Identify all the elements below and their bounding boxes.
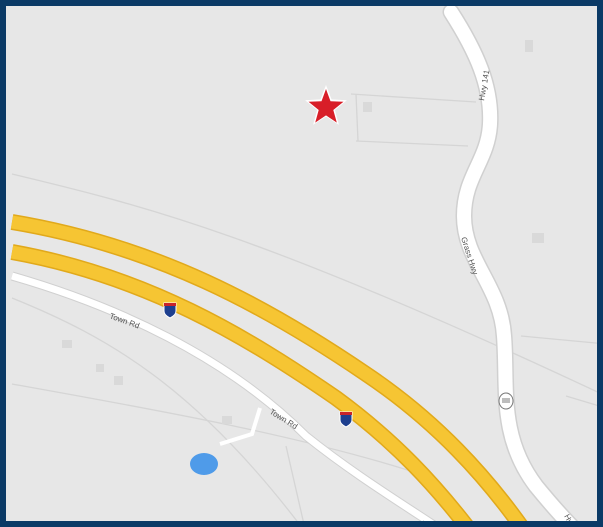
parcel-line [350,93,477,103]
town-rd-bottom-label: To [419,519,432,527]
parcel-line [520,335,597,344]
interstate-shield-icon [339,411,353,428]
parcel-line [285,445,304,521]
driveway [219,407,262,446]
building [62,340,72,348]
building [96,364,104,372]
building [222,416,232,424]
minor-road-line [11,173,597,393]
map-layer: Hwy 141 Grass Hwy Town Rd Town Rd Hwy To [10,6,597,527]
interstate-shield-icon [163,302,177,319]
building [525,40,533,52]
building [363,102,372,112]
parcel-line [355,140,469,147]
hwy-bottom-label: Hwy [562,513,577,527]
state-route-shield-icon [498,392,514,410]
building [532,233,544,243]
minor-road-line [11,383,427,477]
pond [190,453,218,475]
minor-road-line [11,297,298,521]
star-marker-icon[interactable] [305,85,347,125]
parcel-line [355,93,359,142]
building [114,376,123,385]
parcel-line [565,395,597,406]
